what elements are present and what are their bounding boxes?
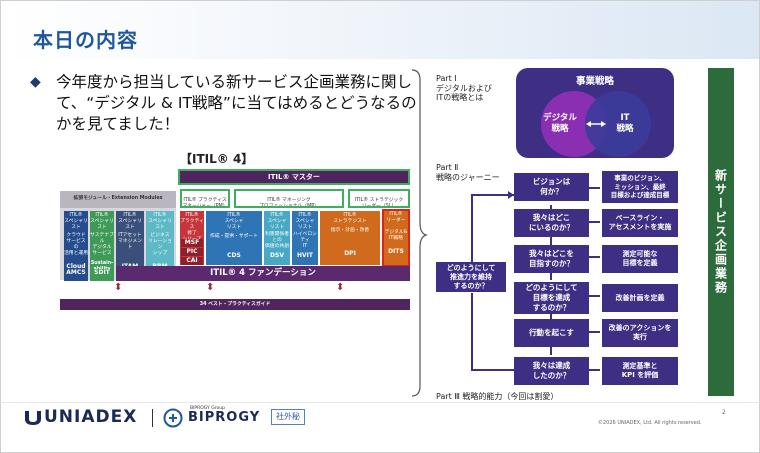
bracket-connector — [411, 69, 428, 397]
itil-master-bar: ITIL® マスター — [178, 169, 410, 185]
foundation-bar: ITIL® 4 ファンデーション — [116, 266, 410, 281]
pm-header-label: ITIL® プラクティス マネージャー（PM） — [182, 198, 228, 208]
ext-col-itam-top: ITIL® スペシャリスト — [118, 213, 142, 230]
itil-master-label: ITIL® マスター — [268, 173, 320, 181]
ext-col-sust-top: ITIL® スペシャリスト — [90, 213, 114, 230]
ext-col-cloud-desc: クラウド サービス の 活用と運用 — [64, 233, 88, 256]
ext-bottom-sdit: SDIT — [90, 269, 114, 279]
sl-header: ITIL® ストラテジック リーダー（SL） — [348, 189, 410, 208]
sl-dpi-desc: 指示・計画・改善 — [330, 228, 370, 233]
sl-dpi: ITIL® ストラテジスト 指示・計画・改善 DPI — [320, 211, 380, 265]
extension-header-label: 拡張モジュール・Extension Modules — [73, 196, 163, 201]
journey-result-baseline: ベースライン・ アセスメントを実施 — [602, 209, 678, 237]
extension-header: 拡張モジュール・Extension Modules — [60, 191, 176, 208]
sl-dpi-label: DPI — [344, 250, 356, 257]
mp-hvit-label: HVIT — [297, 252, 313, 259]
mp-dsv-label: DSV — [270, 252, 284, 259]
journey-step-did-we-achieve: 我々は達成 したのか？ — [514, 357, 589, 385]
mp-cds-top: ITIL® スペシャ リスト — [224, 213, 244, 230]
uniadex-logo: UNIADEX — [44, 407, 138, 427]
venn-diagram — [541, 91, 651, 157]
page-number: 2 — [722, 409, 726, 416]
mp-hvit-top: ITIL® スペシャ リスト — [295, 213, 315, 230]
page-title: 本日の内容 — [33, 28, 138, 52]
part1-label: Part Ⅰ デジタルおよび ITの戦略とは — [436, 74, 492, 102]
mp-header-label: ITIL® マネージング プロフェッショナル（MP） — [259, 198, 319, 208]
mp-hvit-desc: ハイベロシ ティ IT — [293, 232, 317, 249]
confidential-badge: 社外秘 — [271, 409, 305, 425]
footer-divider — [0, 402, 760, 403]
title-bar — [1, 1, 759, 59]
mp-cds: ITIL® スペシャ リスト 作成・提供・サポート CDS — [206, 211, 262, 265]
foundation-label: ITIL® 4 ファンデーション — [210, 268, 316, 278]
journey-result-improvement-plan: 改善計画を定義 — [602, 284, 678, 312]
journey-result-vision: 事業のビジョン、 ミッション、最終 目標および達成目標 — [602, 171, 678, 203]
part3-label: Part Ⅲ 戦略的能力（今回は割愛） — [436, 392, 559, 401]
journey-result-kpi: 測定基準と KPI を評価 — [602, 357, 678, 385]
journey-step-where-to-go: 我々はどこを 目指すのか？ — [514, 245, 589, 273]
mp-hvit: ITIL® スペシャ リスト ハイベロシ ティ IT HVIT — [292, 211, 318, 265]
updown-arrow-icon: ⬍ — [114, 282, 123, 293]
practice-guide-bar: 34 ベスト・プラクティスガイド — [60, 299, 410, 310]
arrow-left-head — [586, 121, 591, 127]
bullet-text: 今年度から担当している新サービス企画業務に関して、“デジタル & IT戦略”に当… — [56, 73, 417, 133]
itil-diagram: ITIL® マスター 拡張モジュール・Extension Modules ITI… — [60, 167, 410, 317]
part2-label: Part Ⅱ 戦略のジャーニー — [436, 163, 500, 182]
sl-dits-desc: デジタル& IT戦略 — [384, 230, 408, 241]
mp-cds-desc: 作成・提供・サポート — [210, 234, 258, 239]
journey-connectors — [471, 187, 600, 371]
confidential-badge-label: 社外秘 — [276, 412, 300, 421]
mp-cds-label: CDS — [227, 252, 241, 259]
new-service-banner: 新サービス企画業務 — [708, 68, 734, 396]
sl-header-label: ITIL® ストラテジック リーダー（SL） — [354, 198, 404, 208]
mp-dsv-desc: 利害関係者 との 価値の共創 — [265, 232, 289, 249]
pm-label-pic: PIC — [181, 248, 203, 256]
itil-title: 【ITIL® 4】 — [180, 152, 254, 166]
diamond-bullet-icon: ◆ — [30, 74, 41, 90]
biprogy-logo: BIPROGY — [188, 410, 261, 425]
ext-col-brm-desc: ビジネス リレーション シップ — [148, 233, 172, 256]
pm-label-cai: CAI — [181, 257, 203, 265]
journey-step-where-are-we: 我々はどこ にいるのか？ — [514, 209, 589, 237]
mp-dsv-top: ITIL® スペシャ リスト — [267, 213, 287, 230]
sustain-question-box: どのようにして 推進力を維持 するのか？ — [436, 262, 506, 292]
digital-strategy-label: デジタル 戦略 — [543, 113, 577, 134]
sl-dits-top: ITIL® リーダー — [386, 212, 406, 223]
sl-dits: ITIL® リーダー デジタル& IT戦略 DITS — [382, 209, 410, 267]
practice-guide-label: 34 ベスト・プラクティスガイド — [199, 302, 271, 307]
mp-header: ITIL® マネージング プロフェッショナル（MP） — [234, 189, 344, 208]
ext-col-cloud-label: Cloud — [66, 263, 86, 270]
ext-col-cloud-top: ITIL® スペシャリスト — [64, 213, 88, 230]
pm-header: ITIL® プラクティス マネージャー（PM） — [180, 189, 230, 208]
journey-result-measurable-goals: 測定可能な 目標を定義 — [602, 245, 678, 273]
business-strategy-label: 事業戦略 — [575, 76, 614, 87]
it-strategy-label: IT 戦略 — [616, 113, 634, 134]
journey-step-vision: ビジョンは 何か？ — [514, 173, 589, 201]
copyright: ©2026 UNIADEX, Ltd. All rights reserved. — [598, 420, 702, 426]
ext-bottom-amcs: AMCS — [64, 269, 88, 279]
mp-dsv: ITIL® スペシャ リスト 利害関係者 との 価値の共創 DSV — [264, 211, 290, 265]
arrow-right-head — [601, 121, 606, 127]
biprogy-group-label: BIPROGY Group — [190, 406, 225, 411]
biprogy-logo-icon — [163, 408, 183, 428]
uniadex-logo-icon — [25, 411, 41, 425]
logo-separator — [152, 409, 153, 427]
journey-result-improvement-action: 改善のアクションを 実行 — [602, 319, 678, 347]
sl-dpi-top: ITIL® ストラテジスト — [333, 213, 367, 224]
updown-arrow-icon: ⬍ — [336, 282, 345, 293]
it-strategy-circle — [585, 91, 651, 157]
ext-col-itam-desc: ITアセット マネジメント — [118, 233, 142, 250]
ext-col-sust-desc: サステナブル デジタル サービス — [90, 233, 114, 256]
ext-col-brm-top: ITIL® スペシャリスト — [148, 213, 172, 230]
updown-arrow-icon: ⬍ — [206, 282, 215, 293]
new-service-banner-label: 新サービス企画業務 — [713, 169, 728, 295]
journey-step-take-action: 行動を起こす — [514, 319, 589, 347]
sl-dits-label: DITS — [388, 248, 404, 255]
journey-step-how-to-achieve: どのようにして 目標を達成 するのか？ — [514, 282, 589, 314]
pm-label-msf: MSF — [181, 239, 203, 247]
